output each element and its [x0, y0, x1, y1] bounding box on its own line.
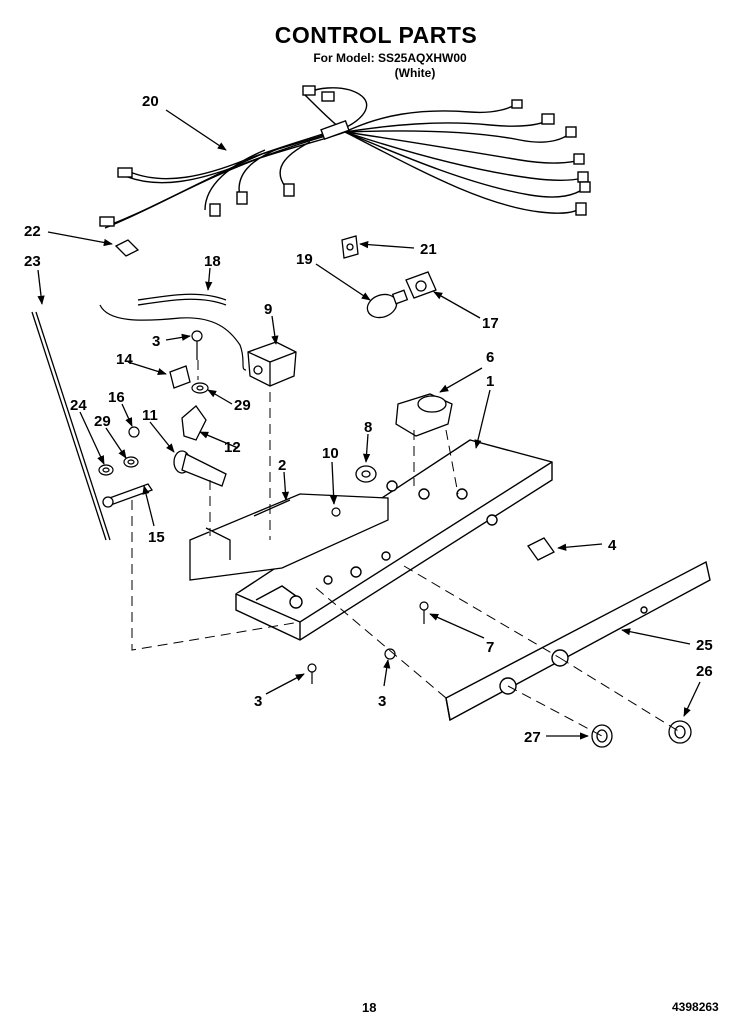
page-title: CONTROL PARTS: [274, 22, 478, 48]
tube-18: [137, 293, 227, 306]
callout-11: 11: [142, 407, 158, 424]
callout-4: 4: [608, 537, 617, 554]
callout-15: 15: [148, 529, 165, 546]
callout-25: 25: [696, 637, 713, 654]
washer-29-top: [191, 382, 209, 394]
document-code: 4398263: [672, 1000, 719, 1014]
callout-19: 19: [296, 251, 313, 268]
page-number: 18: [362, 1000, 377, 1015]
bulb-socket-17: [405, 271, 437, 299]
callout-24: 24: [70, 397, 87, 414]
color-line: (White): [394, 66, 436, 80]
callout-3-top: 3: [152, 333, 160, 350]
callout-3-bottom-left: 3: [254, 693, 262, 710]
model-info: For Model: SS25AQXHW00 (White): [240, 51, 540, 81]
harness-clip-22: [114, 239, 140, 257]
callout-26: 26: [696, 663, 713, 680]
screw-16: [128, 426, 140, 438]
leader-arrows: [37, 109, 701, 740]
callout-6: 6: [486, 349, 494, 366]
knob-27: [591, 724, 613, 748]
callout-14: 14: [116, 351, 133, 368]
thermostat-9: [247, 341, 297, 387]
wire-harness: [99, 85, 591, 229]
knob-26: [668, 720, 692, 744]
callout-20: 20: [142, 93, 159, 110]
model-line: For Model: SS25AQXHW00: [313, 51, 467, 65]
callout-8: 8: [364, 419, 372, 436]
screw-7: [419, 601, 429, 624]
callout-27: 27: [524, 729, 541, 746]
control-shaft-11: [173, 450, 227, 487]
bracket-12: [181, 405, 207, 441]
control-housing-1: [235, 439, 553, 641]
callout-17: 17: [482, 315, 499, 332]
bulb-19: [366, 289, 409, 319]
callout-10: 10: [322, 445, 339, 462]
screw-3-bottom-right: [384, 648, 396, 660]
callout-18: 18: [204, 253, 221, 270]
capillary-wire: [99, 304, 247, 371]
callout-29-top: 29: [234, 397, 251, 414]
light-switch-8: [355, 465, 377, 483]
bracket-21: [341, 235, 359, 259]
screw-3-top: [191, 330, 203, 360]
assembly-lines: [131, 360, 681, 737]
callout-16: 16: [108, 389, 125, 406]
callout-labels: 20 22 23 18 19 21 17 9 3 14 29 16 11 12 …: [24, 93, 713, 746]
callout-21: 21: [420, 241, 437, 258]
washer-24: [98, 464, 114, 476]
callout-9: 9: [264, 301, 272, 318]
callout-22: 22: [24, 223, 41, 240]
lever-15: [102, 483, 153, 508]
callout-29-left: 29: [94, 413, 111, 430]
bracket-14: [169, 365, 191, 389]
rod-23: [31, 311, 111, 541]
callout-23: 23: [24, 253, 41, 270]
callout-7: 7: [486, 639, 494, 656]
callout-3-bottom-right: 3: [378, 693, 386, 710]
callout-2: 2: [278, 457, 286, 474]
clip-4: [527, 537, 555, 561]
control-6: [395, 393, 453, 437]
callout-1: 1: [486, 373, 494, 390]
screw-10: [331, 507, 341, 517]
screw-3-bottom-left: [307, 663, 317, 684]
callout-12: 12: [224, 439, 241, 456]
washer-29-left: [123, 456, 139, 468]
